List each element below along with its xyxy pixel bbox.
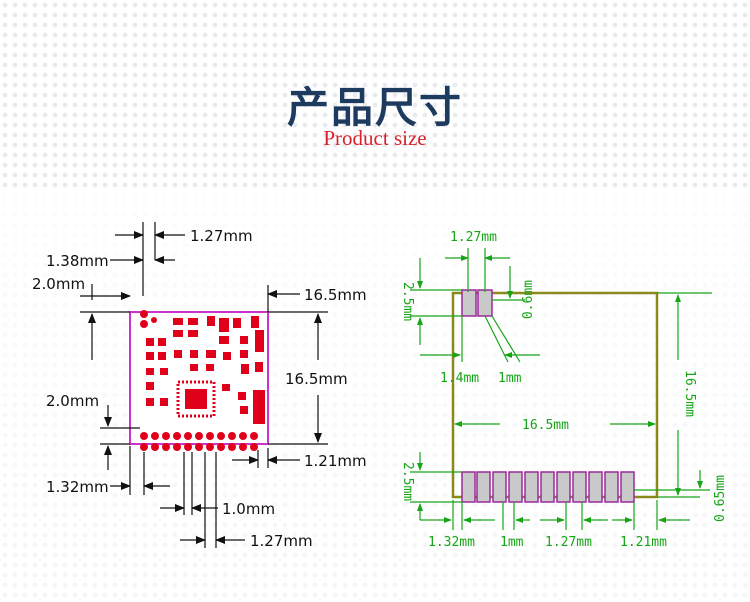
background-fade	[0, 190, 750, 602]
fp-label-pad-height-bottom: 2.5mm	[400, 462, 415, 501]
label-right-edge: 1.21mm	[304, 452, 367, 470]
fp-label-pad-offset-bottom: 0.65mm	[713, 475, 728, 522]
fp-label-pitch-top: 1.27mm	[450, 230, 497, 245]
pcb-outline	[129, 311, 269, 445]
fp-label-width: 16.5mm	[522, 418, 569, 433]
fp-label-pad-gap-top: 0.6mm	[521, 280, 536, 319]
pad-top-3	[151, 317, 157, 323]
label-bottom-margin: 2.0mm	[46, 392, 99, 410]
fp-label-height: 16.5mm	[682, 370, 697, 417]
fp-label-left-1: 1mm	[498, 371, 522, 386]
qfn-chip	[176, 380, 216, 418]
pcb-components	[146, 316, 265, 424]
fp-label-left-1-4: 1.4mm	[440, 371, 479, 386]
footprint-outline	[451, 291, 659, 499]
pad-top-1	[140, 310, 148, 318]
fp-label-1-27: 1.27mm	[545, 535, 592, 550]
label-pad-offset: 1.38mm	[46, 252, 109, 270]
top-pad-1	[461, 289, 477, 317]
fp-label-1-21: 1.21mm	[620, 535, 667, 550]
page-subtitle: Product size	[323, 126, 427, 150]
page-title: 产品尺寸	[286, 83, 463, 132]
footprint-diagram: 1.27mm 2.5mm 0.6mm 1.4mm 1mm 16.5mm 16.5…	[400, 230, 728, 550]
top-pad-2	[477, 289, 493, 317]
label-pin-pitch-bottom: 1.27mm	[250, 532, 313, 550]
fp-label-1: 1mm	[500, 535, 524, 550]
fp-label-pad-height-top: 2.5mm	[400, 282, 415, 321]
label-height: 16.5mm	[285, 370, 348, 388]
label-pin-pitch-top: 1.27mm	[190, 227, 253, 245]
pad-top-2	[140, 320, 148, 328]
pcb-diagram: 1.27mm 1.38mm 2.0mm 16.5mm 16.5mm 2.0mm …	[32, 222, 367, 550]
bottom-pad-row	[461, 471, 635, 503]
fp-label-1-32: 1.32mm	[428, 535, 475, 550]
label-left-edge: 1.32mm	[46, 478, 109, 496]
bottom-pin-pads	[140, 432, 258, 451]
label-width: 16.5mm	[304, 286, 367, 304]
label-pad-width: 1.0mm	[222, 500, 275, 518]
label-top-margin: 2.0mm	[32, 275, 85, 293]
